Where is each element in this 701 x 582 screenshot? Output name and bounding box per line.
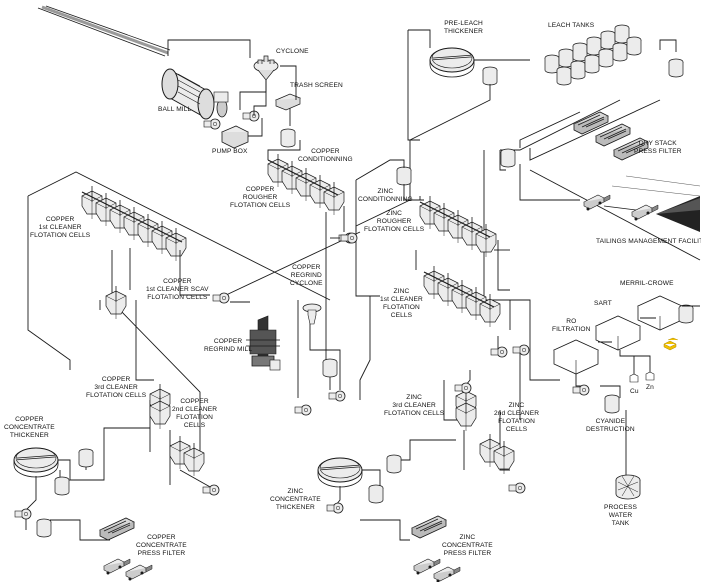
merril-crowe-label: MERRIL-CROWE (620, 280, 674, 288)
zn-label: Zn (646, 384, 654, 392)
ro-filtration-label: RO FILTRATION (552, 318, 591, 334)
copper-conditioning-label: COPPER CONDITIONNING (298, 148, 353, 164)
zinc-concentrate-thickener-label: ZINC CONCENTRATE THICKENER (270, 488, 321, 512)
regrind-pumps (295, 359, 345, 415)
gold-product-icon (664, 338, 678, 350)
pre-leach-thickener-label: PRE-LEACH THICKENER (444, 20, 483, 36)
copper-regrind-mill-label: COPPER REGRIND MILL (204, 338, 252, 354)
zinc-conditioning-label: ZINC CONDITIONNING (358, 188, 413, 204)
leach-tanks-label: LEACH TANKS (548, 22, 594, 30)
sart-label: SART (594, 300, 612, 308)
process-water-tank-label: PROCESS WATER TANK (604, 504, 637, 528)
cyanide-destruction-icon (573, 385, 619, 413)
trash-screen-label: TRASH SCREEN (290, 82, 343, 90)
copper-1st-cleaner-cells-icon (82, 186, 186, 261)
copper-concentrate-thickener-icon (14, 448, 58, 477)
tailings-facility-label: TAILINGS MANAGEMENT FACILITY (596, 238, 701, 246)
zinc-2nd-cleaner-label: ZINC 2nd CLEANER FLOTATION CELLS (494, 402, 539, 434)
pre-leach-thickener-icon (430, 48, 497, 85)
copper-2nd-cleaner-icon (170, 436, 219, 495)
zinc-conditioning-tank-icon (397, 167, 411, 185)
zinc-concentrate-press-filter-label: ZINC CONCENTRATE PRESS FILTER (442, 534, 493, 558)
leach-pipes (356, 30, 700, 380)
ball-mill-label: BALL MILL (158, 106, 191, 114)
copper-rougher-label: COPPER ROUGHER FLOTATION CELLS (230, 186, 290, 210)
zinc-1st-cleaner-label: ZINC 1st CLEANER FLOTATION CELLS (380, 288, 423, 320)
feed-conveyor (38, 6, 170, 56)
copper-3rd-cleaner-label: COPPER 3rd CLEANER FLOTATION CELLS (86, 376, 146, 400)
cyclone-label: CYCLONE (276, 48, 309, 56)
zinc-3rd-cleaner-icon (455, 383, 476, 431)
ro-filtration-icon (554, 340, 598, 374)
copper-regrind-cyclone-label: COPPER REGRIND CYCLONE (290, 264, 323, 288)
copper-1st-cleaner-label: COPPER 1st CLEANER FLOTATION CELLS (30, 216, 90, 240)
zinc-2nd-cleaner-icon (480, 434, 525, 493)
process-water-tank-icon (616, 475, 640, 499)
sart-icon (596, 316, 640, 350)
merril-crowe-icon (638, 296, 693, 330)
copper-regrind-cyclone-icon (303, 304, 321, 324)
pump-box-label: PUMP BOX (212, 148, 248, 156)
copper-concentrate-press-filter-label: COPPER CONCENTRATE PRESS FILTER (136, 534, 187, 558)
zinc-1st-cleaner-cells-icon (424, 266, 529, 357)
cyanide-destruction-label: CYANIDE DESTRUCTION (586, 418, 635, 434)
copper-2nd-cleaner-label: COPPER 2nd CLEANER FLOTATION CELLS (172, 398, 217, 430)
cu-label: Cu (630, 388, 639, 396)
copper-1st-cleaner-scav-label: COPPER 1st CLEANER SCAV FLOTATION CELLS (146, 278, 209, 302)
leach-tanks-icon (545, 25, 683, 85)
tailings-facility-icon (584, 176, 700, 232)
zinc-rougher-label: ZINC ROUGHER FLOTATION CELLS (364, 210, 424, 234)
copper-concentrate-thickener-label: COPPER CONCENTRATE THICKENER (4, 416, 55, 440)
copper-conditioning-tank-icon (281, 129, 295, 147)
cyclone-icon (254, 56, 278, 80)
zinc-concentrate-thickener-icon (318, 458, 362, 487)
copper-3rd-cleaner-icon (150, 384, 170, 429)
dry-stack-press-filter-label: DRY STACK PRESS FILTER (634, 140, 682, 156)
pump-box-icon (204, 111, 259, 148)
zinc-3rd-cleaner-label: ZINC 3rd CLEANER FLOTATION CELLS (384, 394, 444, 418)
